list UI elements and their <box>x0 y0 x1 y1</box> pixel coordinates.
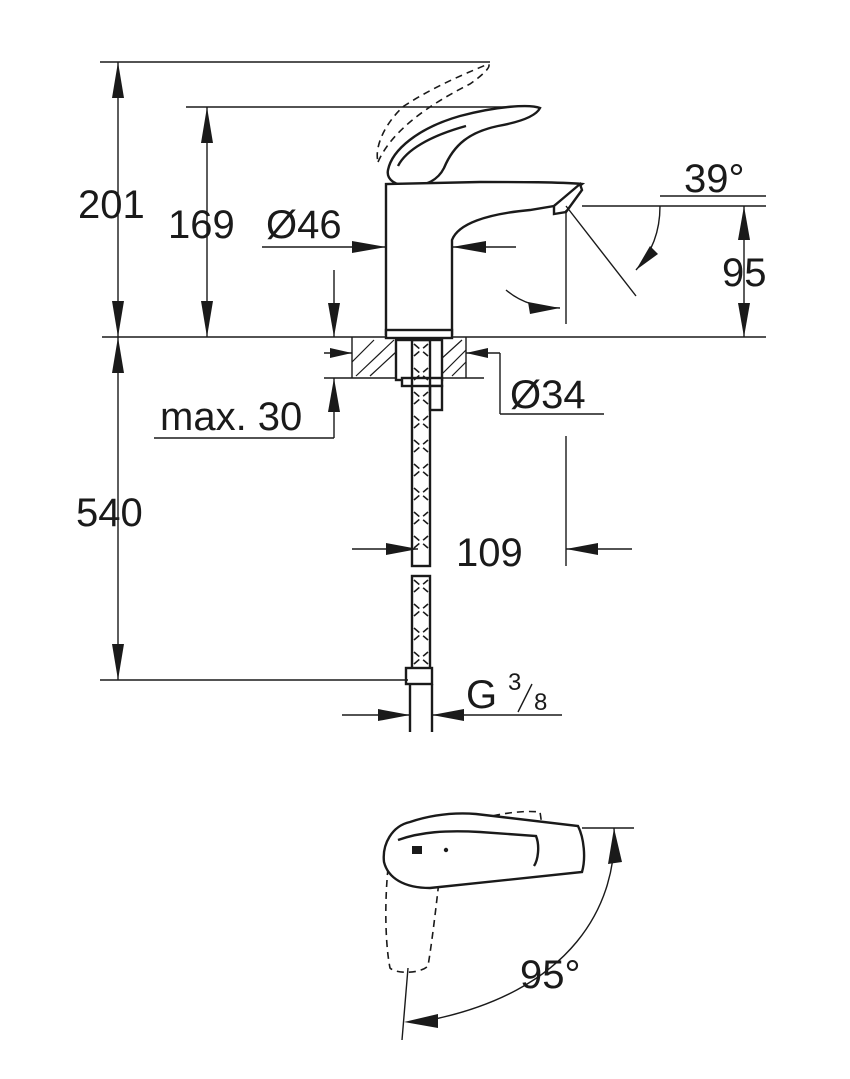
dimension-diameter-34 <box>324 348 604 415</box>
dim-label-201: 201 <box>78 183 145 227</box>
flex-hose <box>404 338 434 732</box>
dimension-95 <box>738 206 750 337</box>
dim-label-diameter-34: Ø34 <box>510 373 586 417</box>
dimension-169 <box>186 106 520 337</box>
dimension-201 <box>100 61 490 337</box>
top-view <box>382 810 634 1041</box>
faucet-body <box>376 63 586 340</box>
dim-label-lever-rotation: 95° <box>520 953 581 997</box>
dimension-diameter-46 <box>262 241 516 253</box>
deck-section <box>324 337 484 412</box>
dim-label-max-30: max. 30 <box>160 395 302 439</box>
dimension-thread <box>342 709 562 721</box>
dim-label-diameter-46: Ø46 <box>266 203 342 247</box>
dim-label-angle-39: 39° <box>684 157 745 201</box>
dim-label-540: 540 <box>76 491 143 535</box>
dimension-109 <box>352 436 632 566</box>
dimension-540 <box>100 337 408 681</box>
dim-label-thread-numerator: 3 <box>508 669 521 696</box>
dim-label-169: 169 <box>168 203 235 247</box>
dimension-angle-39 <box>565 195 766 324</box>
dim-label-thread-denominator: 8 <box>534 689 547 716</box>
dim-label-95: 95 <box>722 251 767 295</box>
dimension-max-30 <box>154 270 340 439</box>
thread-fraction-slash <box>517 683 533 713</box>
dim-label-thread-g: G <box>466 673 497 717</box>
dim-label-109: 109 <box>456 531 523 575</box>
